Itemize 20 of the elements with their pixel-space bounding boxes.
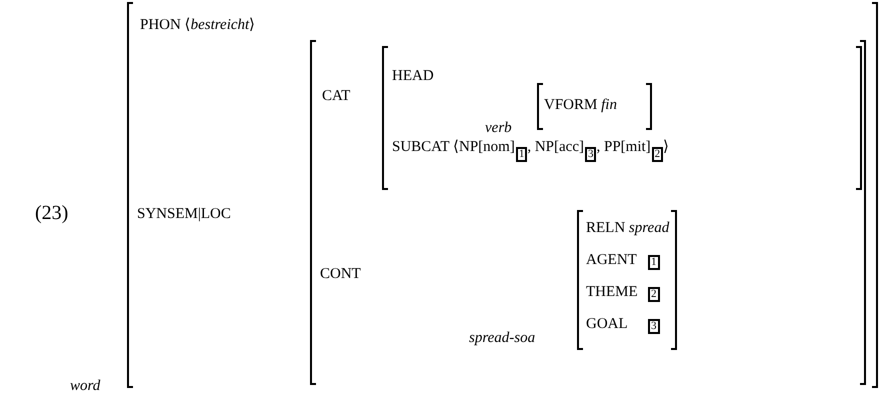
avm-matrix <box>310 40 866 385</box>
avm-matrix <box>382 46 862 190</box>
tag: 2 <box>648 287 660 302</box>
feature-name: THEME <box>586 284 638 301</box>
feature-name: CONT <box>320 266 361 283</box>
feature-name: GOAL <box>586 316 628 333</box>
tag: 1 <box>648 255 660 270</box>
type-label: spread-soa <box>469 330 536 347</box>
feature-value: VFORM fin <box>544 97 617 114</box>
feature-name: HEAD <box>392 68 434 85</box>
type-label: word <box>70 378 100 395</box>
feature-name: AGENT <box>586 252 637 269</box>
feature-value: SUBCAT ⟨NP[nom]$_{1}$, NP[acc]$_{3}$, PP[mit]$_{2}$⟩ <box>392 138 670 162</box>
feature-path: SYNSEM|LOC <box>137 206 231 223</box>
feature-value: PHON ⟨bestreicht⟩ <box>140 16 256 34</box>
tag: 3 <box>648 319 660 334</box>
feature-value: RELN spread <box>586 220 670 237</box>
type-label: verb <box>485 120 512 137</box>
feature-name: CAT <box>322 88 350 105</box>
example-number: (23) <box>35 202 68 225</box>
